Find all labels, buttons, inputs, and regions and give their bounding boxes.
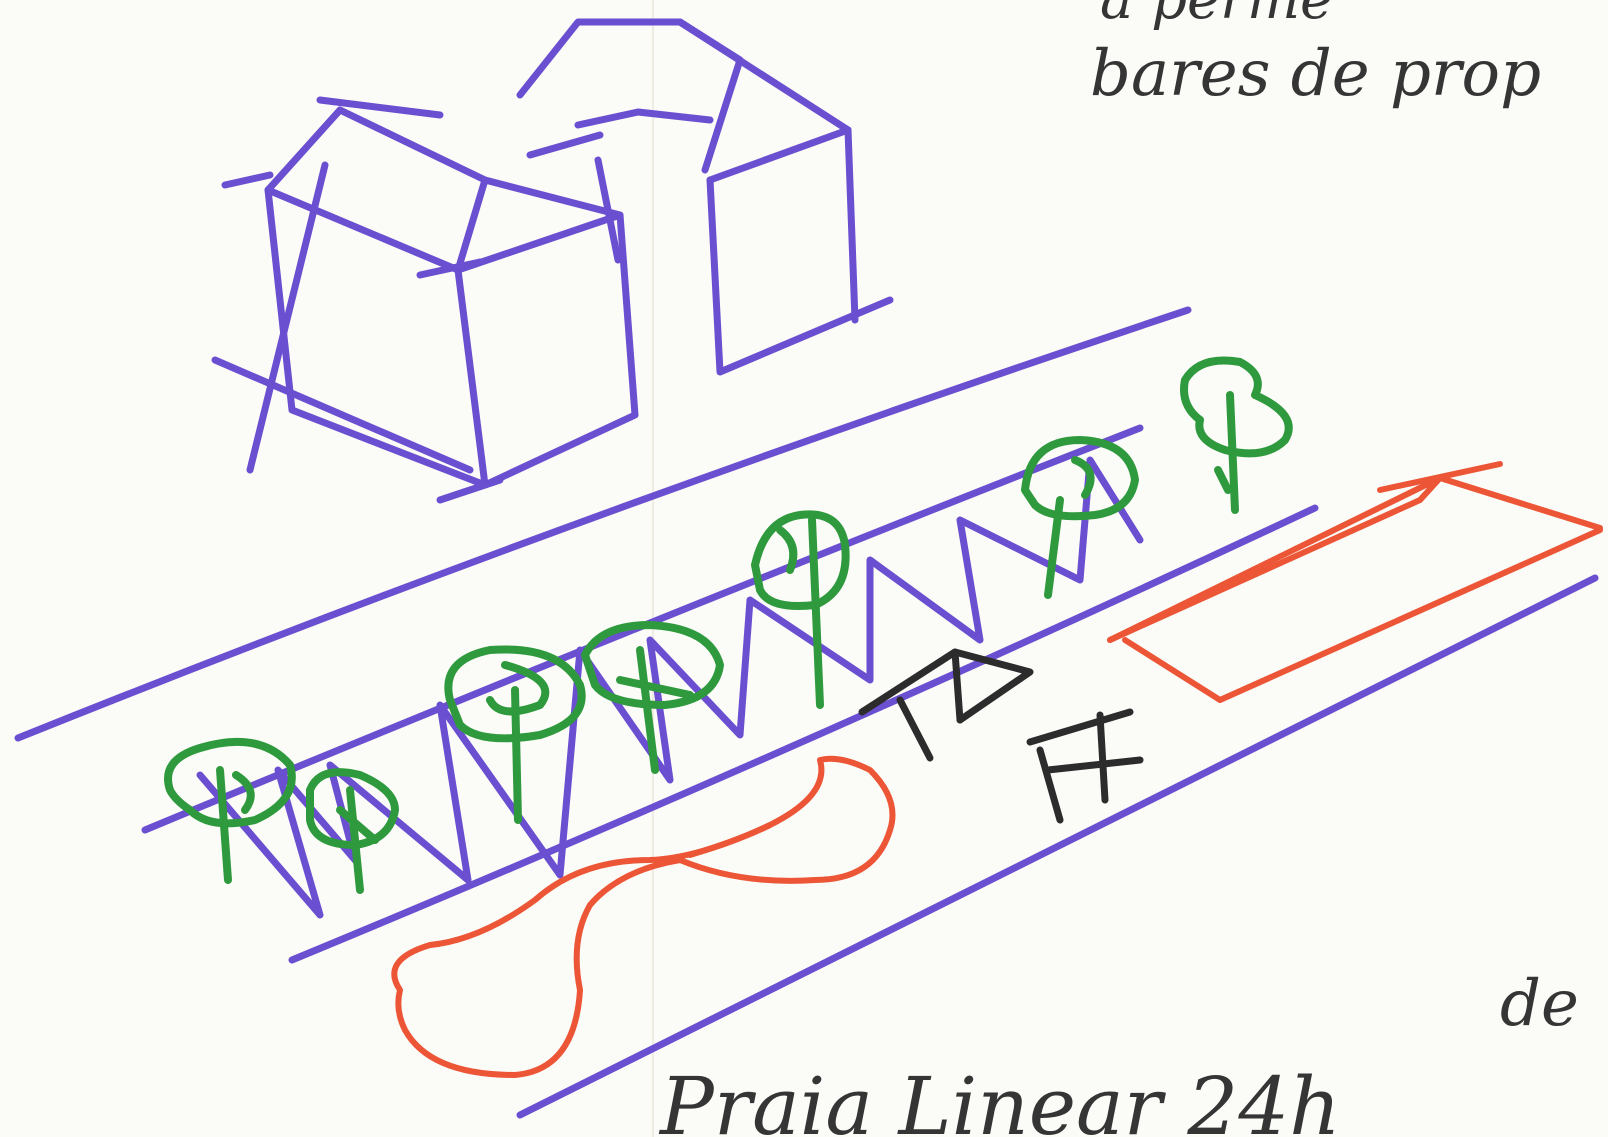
handwriting-side-word: de [1500,967,1579,1041]
handwriting-top-line: bares de prop [1090,37,1541,111]
houses-sketch [215,22,890,500]
benches [862,652,1140,820]
handwriting: a perme bares de prop de Praia Linear 24… [658,0,1579,1137]
handwriting-bottom-line: Praia Linear 24h [658,1060,1341,1137]
handwriting-fragment: a perme [1100,0,1333,32]
tree-7 [1184,360,1289,510]
pool [394,759,892,1075]
pavilion [1110,464,1600,700]
bench-2 [1030,712,1140,820]
tree-2 [310,772,395,890]
tree-row [168,360,1289,890]
road-lines [18,310,1595,1115]
